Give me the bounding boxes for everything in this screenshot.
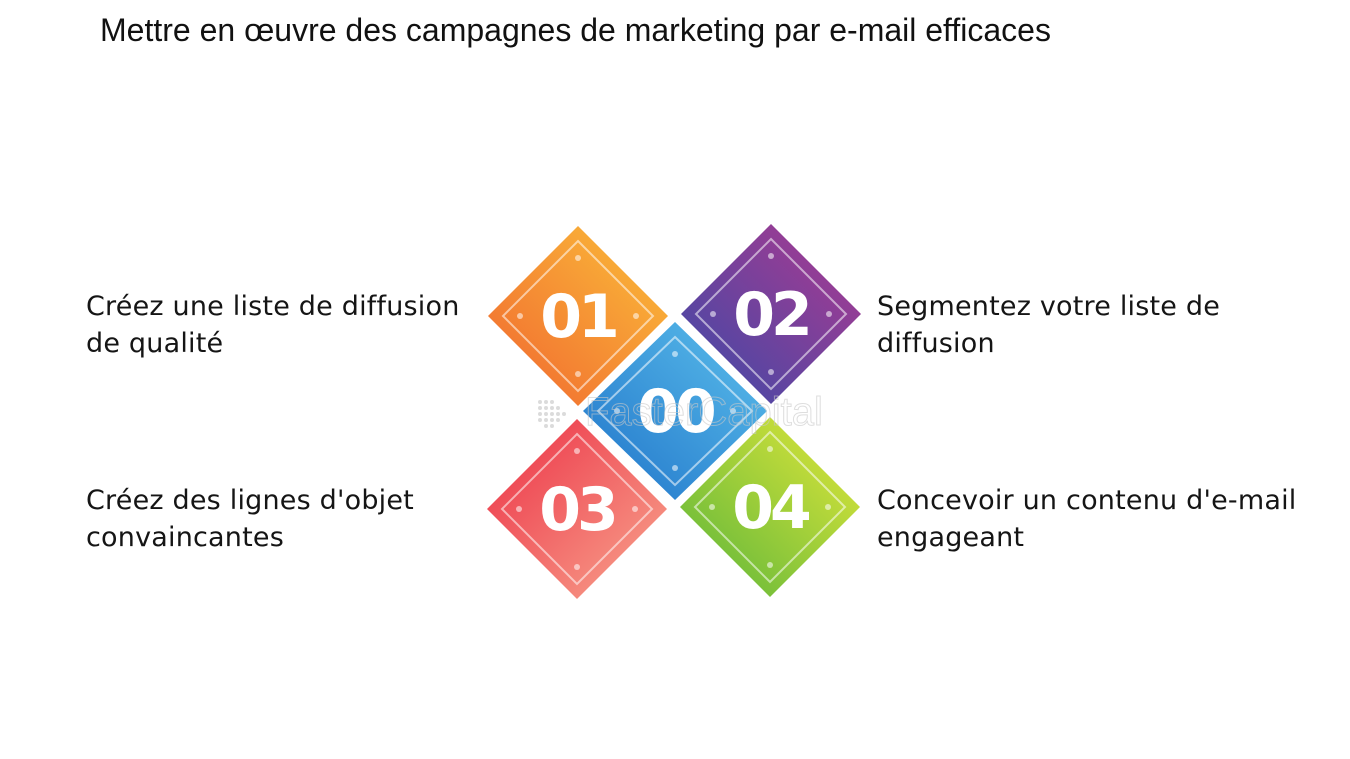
diamond-04-number: 04 <box>732 473 809 543</box>
diamond-02-number: 02 <box>733 280 809 350</box>
diamond-04: 04 <box>680 417 860 597</box>
step-2-label: Segmentez votre liste de diffusion <box>877 291 1221 359</box>
diamond-00-number: 00 <box>637 377 714 447</box>
diamond-02: 02 <box>681 224 861 404</box>
diamond-01-number: 01 <box>540 282 616 352</box>
diamond-01: 01 <box>488 226 668 406</box>
page-title: Mettre en œuvre des campagnes de marketi… <box>100 12 1051 48</box>
watermark-text: FasterCapital <box>585 390 823 434</box>
step-1-label: Créez une liste de diffusion de qualité <box>86 291 460 359</box>
diamond-03: 03 <box>487 419 667 599</box>
diamond-03-number: 03 <box>539 475 615 545</box>
diamond-00: 00 <box>578 317 772 505</box>
step-4-label: Concevoir un contenu d'e-mail engageant <box>877 485 1297 553</box>
step-3-label: Créez des lignes d'objet convaincantes <box>86 485 414 553</box>
watermark-logo-icon <box>538 400 566 428</box>
watermark: FasterCapital <box>538 390 823 435</box>
